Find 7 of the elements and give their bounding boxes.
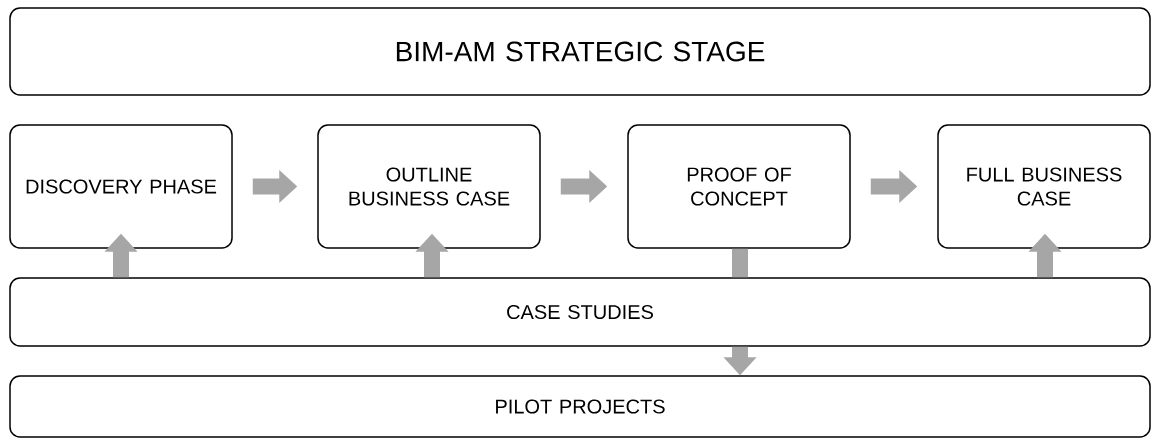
title-box: BIM-AM STRATEGIC STAGE <box>9 7 1151 96</box>
phase-box: FULL BUSINESS CASE <box>937 124 1151 249</box>
phase-box: PROOF OF CONCEPT <box>627 124 851 249</box>
band-box: PILOT PROJECTS <box>9 375 1151 438</box>
phase-box: DISCOVERY PHASE <box>9 124 233 249</box>
phase-box: OUTLINE BUSINESS CASE <box>317 124 541 249</box>
band-box: CASE STUDIES <box>9 277 1151 347</box>
